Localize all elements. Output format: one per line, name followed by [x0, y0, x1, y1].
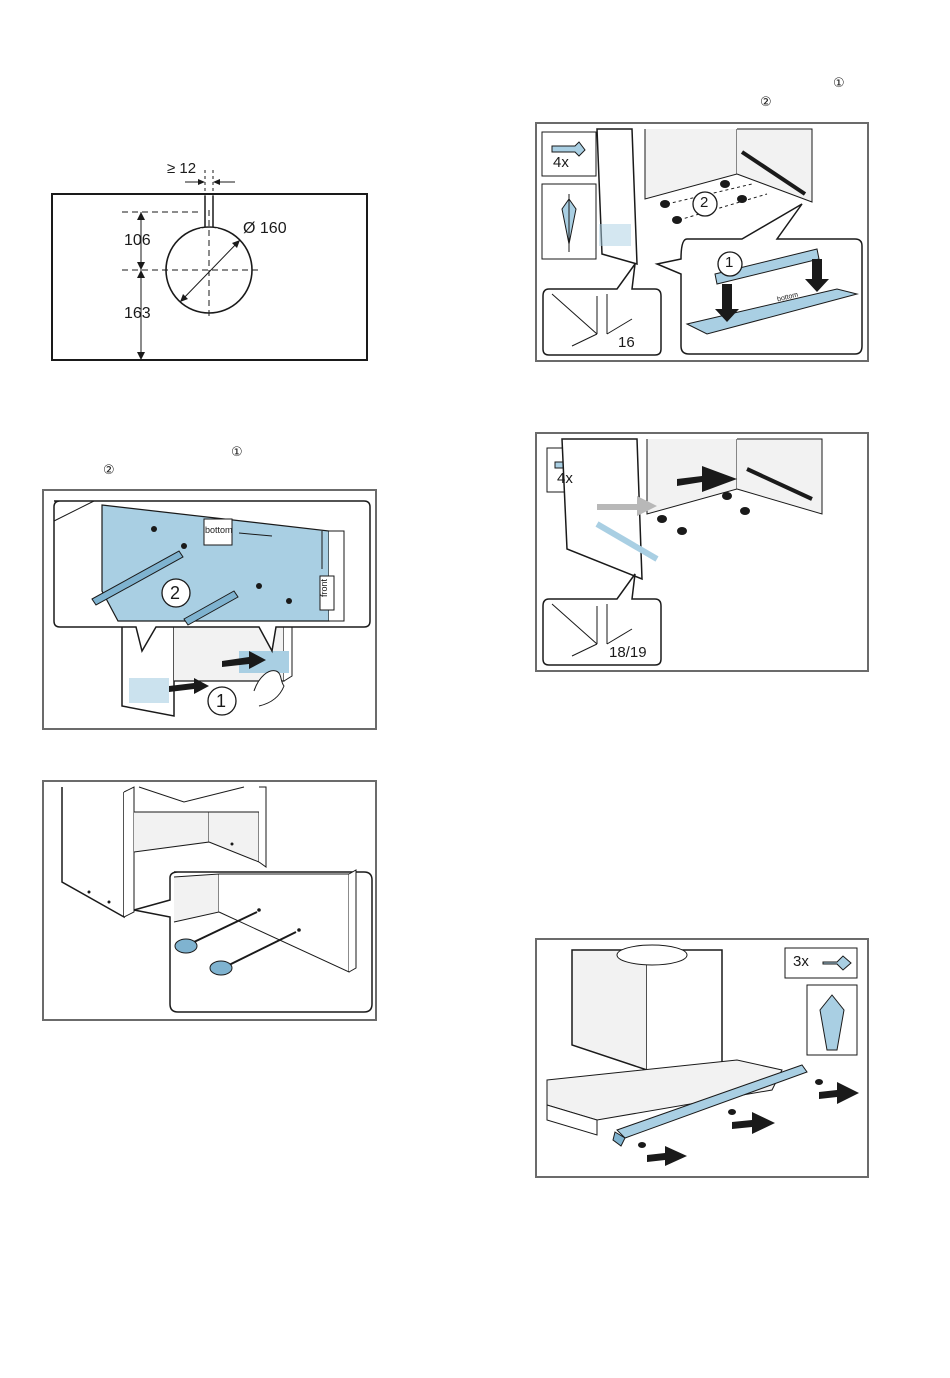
screw-count-label: 3x: [793, 953, 809, 970]
step-marker-1: ①: [231, 445, 243, 460]
screw-count-label: 4x: [553, 154, 569, 171]
step-1-number: 1: [725, 254, 733, 271]
cutout-diagram: ≥ 12 Ø 160 106 163: [40, 150, 385, 370]
dimension-top-label: 106: [124, 232, 151, 250]
step-2-number: 2: [700, 194, 708, 211]
front-label: front: [319, 579, 329, 597]
rail-mounting-illustration: 4x 16 2 1 bottom: [535, 122, 869, 362]
offset-18-19-label: 18/19: [609, 644, 647, 661]
bottom-label: bottom: [205, 525, 233, 535]
step-2-number: 2: [170, 583, 180, 604]
screw-count-label: 4x: [557, 470, 573, 487]
drilling-illustration: [42, 780, 377, 1021]
step-1-number: 1: [216, 691, 226, 712]
side-mounting-illustration: 4x 18/19: [535, 432, 869, 672]
step-marker-1: ①: [833, 76, 845, 91]
min-width-label: ≥ 12: [167, 160, 196, 177]
template-marking-illustration: bottom front 2 1: [42, 489, 377, 730]
step-marker-2: ②: [103, 463, 115, 478]
diameter-label: Ø 160: [243, 220, 287, 238]
step-marker-2: ②: [760, 95, 772, 110]
dimension-bottom-label: 163: [124, 305, 151, 323]
hood-mounting-illustration: 3x: [535, 938, 869, 1178]
offset-16-label: 16: [618, 334, 635, 351]
